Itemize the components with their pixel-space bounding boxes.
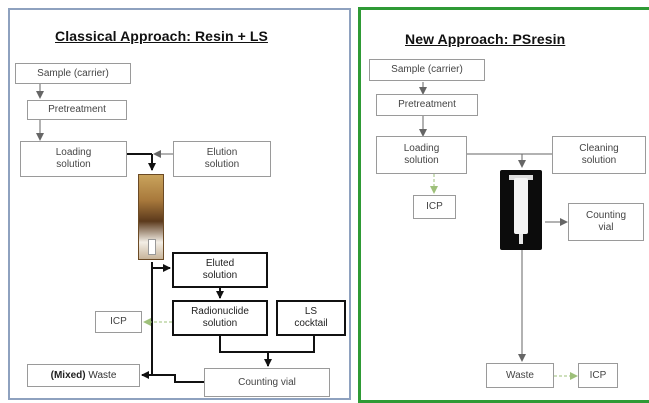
counting-vial-label-left: Counting vial <box>238 377 296 389</box>
psresin-cartridge-image <box>500 170 542 250</box>
ls-cocktail-label: LS cocktail <box>294 306 327 330</box>
loading-solution-label-right: Loading solution <box>404 143 440 167</box>
sample-carrier-box: Sample (carrier) <box>15 63 131 84</box>
pretreatment-label-right: Pretreatment <box>398 99 456 111</box>
cleaning-solution-box: Cleaning solution <box>552 136 646 174</box>
icp-label-right-bottom: ICP <box>590 370 607 382</box>
pretreatment-label: Pretreatment <box>48 104 106 116</box>
sample-carrier-label-right: Sample (carrier) <box>391 64 463 76</box>
pretreatment-box-right: Pretreatment <box>376 94 478 116</box>
sample-carrier-box-right: Sample (carrier) <box>369 59 485 81</box>
mixed-waste-label: Waste <box>88 370 116 382</box>
icp-box-right-top: ICP <box>413 195 456 219</box>
icp-label-left: ICP <box>110 316 127 328</box>
waste-label-right: Waste <box>506 370 534 382</box>
sample-carrier-label: Sample (carrier) <box>37 68 109 80</box>
icp-box-right-bottom: ICP <box>578 363 618 388</box>
counting-vial-label-right: Counting vial <box>586 210 626 234</box>
elution-solution-box: Elution solution <box>173 141 271 177</box>
mixed-waste-prefix: (Mixed) <box>51 370 86 382</box>
loading-solution-box: Loading solution <box>20 141 127 177</box>
radionuclide-solution-label: Radionuclide solution <box>191 306 249 330</box>
ls-cocktail-box: LS cocktail <box>276 300 346 336</box>
icp-box-left: ICP <box>95 311 142 333</box>
waste-box-right: Waste <box>486 363 554 388</box>
mixed-waste-box: (Mixed) Waste <box>27 364 140 387</box>
icp-label-right-top: ICP <box>426 201 443 213</box>
pretreatment-box: Pretreatment <box>27 100 127 120</box>
eluted-solution-label: Eluted solution <box>203 258 237 282</box>
cleaning-solution-label: Cleaning solution <box>579 143 618 167</box>
counting-vial-box-right: Counting vial <box>568 203 644 241</box>
loading-solution-box-right: Loading solution <box>376 136 467 174</box>
elution-solution-label: Elution solution <box>205 147 239 171</box>
eluted-solution-box: Eluted solution <box>172 252 268 288</box>
radionuclide-solution-box: Radionuclide solution <box>172 300 268 336</box>
counting-vial-box-left: Counting vial <box>204 368 330 397</box>
resin-column-image <box>138 174 164 260</box>
loading-solution-label: Loading solution <box>56 147 92 171</box>
